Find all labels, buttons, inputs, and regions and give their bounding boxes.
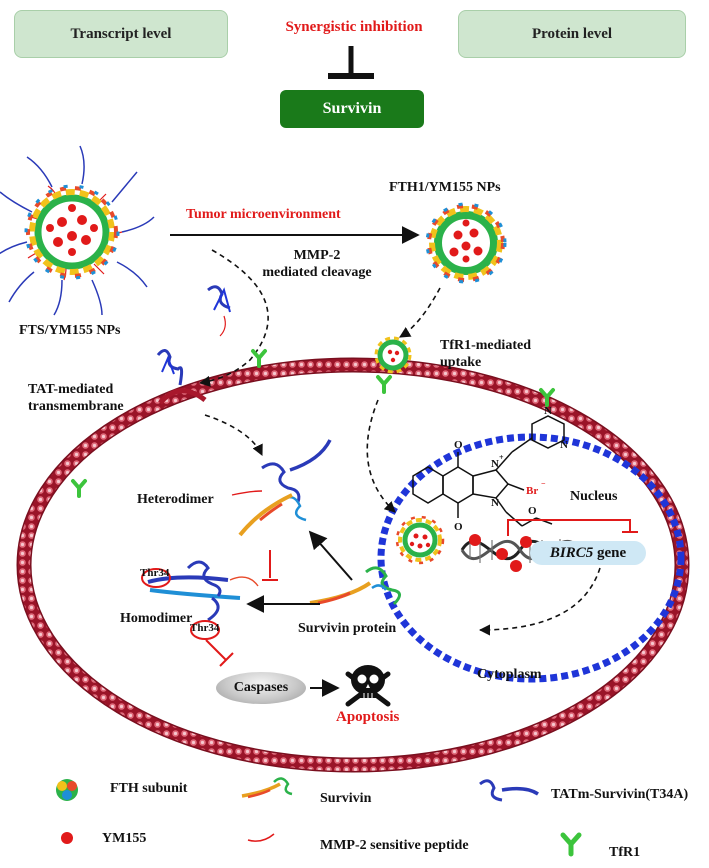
tfr1-receptor-1 bbox=[251, 349, 267, 368]
mmp2-cleavage-label: MMP-2 mediated cleavage bbox=[252, 248, 382, 282]
protein-level-box: Protein level bbox=[458, 10, 686, 58]
atom-o-top: O bbox=[454, 439, 463, 451]
tat-into-cell-dashed bbox=[204, 414, 263, 457]
heterodimer-inhibits-homodimer bbox=[262, 550, 278, 581]
protein-level-label: Protein level bbox=[531, 25, 613, 42]
synergistic-inhibition-label: Synergistic inhibition bbox=[285, 19, 423, 35]
tat-path-dashed bbox=[198, 249, 269, 387]
skull-crossbones-icon bbox=[345, 665, 391, 707]
mmp2-line-1: MMP-2 bbox=[293, 248, 341, 263]
atom-n-b: N bbox=[544, 405, 552, 417]
birc5-gene-name: BIRC5 bbox=[549, 544, 594, 561]
cytoplasm-label: Cytoplasm bbox=[477, 667, 542, 682]
legend-survivin-label: Survivin bbox=[320, 791, 372, 806]
legend-tatm-icon bbox=[479, 779, 539, 802]
tfr1-receptor-3 bbox=[539, 388, 555, 407]
ym155-atom-labels: O O N + N N N Br − O bbox=[454, 405, 568, 533]
mmp2-line-2: mediated cleavage bbox=[262, 264, 372, 280]
survivin-target-label: Survivin bbox=[322, 100, 382, 117]
survivin-target-box: Survivin bbox=[280, 90, 424, 128]
atom-n-a: N bbox=[491, 497, 499, 509]
tfr1-line-2: uptake bbox=[440, 354, 482, 370]
legend-survivin-icon bbox=[241, 777, 293, 799]
tfr1-receptor-4 bbox=[71, 479, 87, 498]
legend-ym155-icon bbox=[61, 832, 73, 844]
birc5-gene-suffix: gene bbox=[593, 544, 627, 561]
nucleus-envelope bbox=[377, 433, 685, 683]
inhibition-t-symbol bbox=[328, 46, 374, 79]
heterodimer-label: Heterodimer bbox=[137, 492, 214, 507]
atom-o-bottom: O bbox=[454, 521, 463, 533]
small-np-uptake bbox=[374, 336, 412, 374]
ym155-structure bbox=[412, 415, 565, 527]
legend-fth-subunit-label: FTH subunit bbox=[110, 781, 188, 796]
survivin-protein-structure bbox=[309, 566, 401, 606]
fts-ym155-nanoparticle bbox=[0, 145, 155, 316]
legend-mmp2-peptide-label: MMP-2 sensitive peptide bbox=[320, 838, 469, 853]
birc5-gene-box: BIRC5 gene bbox=[530, 541, 646, 565]
bromide-label: Br bbox=[526, 485, 538, 497]
heterodimer-structure bbox=[231, 439, 332, 537]
homodimer-label: Homodimer bbox=[120, 611, 193, 626]
homodimer-inhibits-caspases bbox=[205, 639, 234, 667]
caspases-node: Caspases bbox=[216, 672, 306, 704]
apoptosis-label: Apoptosis bbox=[336, 709, 400, 725]
arrow-protein-to-heterodimer bbox=[308, 530, 353, 581]
tat-transmembrane-label: TAT-mediated transmembrane bbox=[28, 382, 124, 416]
survivin-protein-label: Survivin protein bbox=[298, 621, 397, 636]
thr34-label-b: Thr34 bbox=[190, 622, 220, 634]
tfr1-line-1: TfR1-mediated bbox=[440, 338, 531, 353]
birc5-inhibition bbox=[507, 519, 638, 536]
nucleus-label: Nucleus bbox=[570, 489, 618, 504]
tfr1-uptake-label: TfR1-mediated uptake bbox=[440, 338, 531, 372]
homodimer-structure bbox=[141, 560, 259, 640]
cell-membrane bbox=[16, 357, 690, 773]
legend-tatm-label: TATm-Survivin(T34A) bbox=[551, 787, 689, 802]
legend-mmp2-peptide-icon bbox=[247, 833, 275, 842]
np-descent-dashed bbox=[399, 287, 441, 338]
transcript-level-label: Transcript level bbox=[70, 25, 172, 42]
tumor-microenvironment-label: Tumor microenvironment bbox=[186, 207, 341, 222]
atom-n-plus: N bbox=[491, 458, 499, 470]
np-in-nucleus bbox=[395, 515, 445, 565]
fth1-ym155-nanoparticle bbox=[425, 202, 507, 284]
legend-tfr1-label: TfR1 bbox=[609, 845, 641, 860]
legend-ym155-label: YM155 bbox=[102, 831, 147, 846]
legend-fth-subunit-icon bbox=[56, 779, 78, 801]
thr34-label-a: Thr34 bbox=[140, 567, 170, 579]
legend-tfr1-icon bbox=[560, 832, 582, 857]
cleaved-tatm-fragment bbox=[207, 285, 231, 337]
tatm-at-membrane bbox=[156, 349, 184, 386]
atom-o-ether: O bbox=[528, 505, 537, 517]
gene-to-protein-dashed bbox=[478, 567, 601, 636]
tfr1-receptor-2 bbox=[376, 375, 392, 394]
bromide-charge: − bbox=[541, 479, 546, 488]
caspases-label: Caspases bbox=[233, 680, 289, 695]
tat-line-1: TAT-mediated bbox=[28, 382, 114, 397]
fth1-np-label: FTH1/YM155 NPs bbox=[389, 180, 501, 195]
np-into-nucleus-dashed bbox=[366, 399, 396, 513]
fts-np-label: FTS/YM155 NPs bbox=[19, 323, 121, 338]
transcript-level-box: Transcript level bbox=[14, 10, 228, 58]
atom-n-plus-charge: + bbox=[499, 453, 504, 462]
tat-line-2: transmembrane bbox=[28, 398, 124, 414]
atom-n-c: N bbox=[560, 439, 568, 451]
